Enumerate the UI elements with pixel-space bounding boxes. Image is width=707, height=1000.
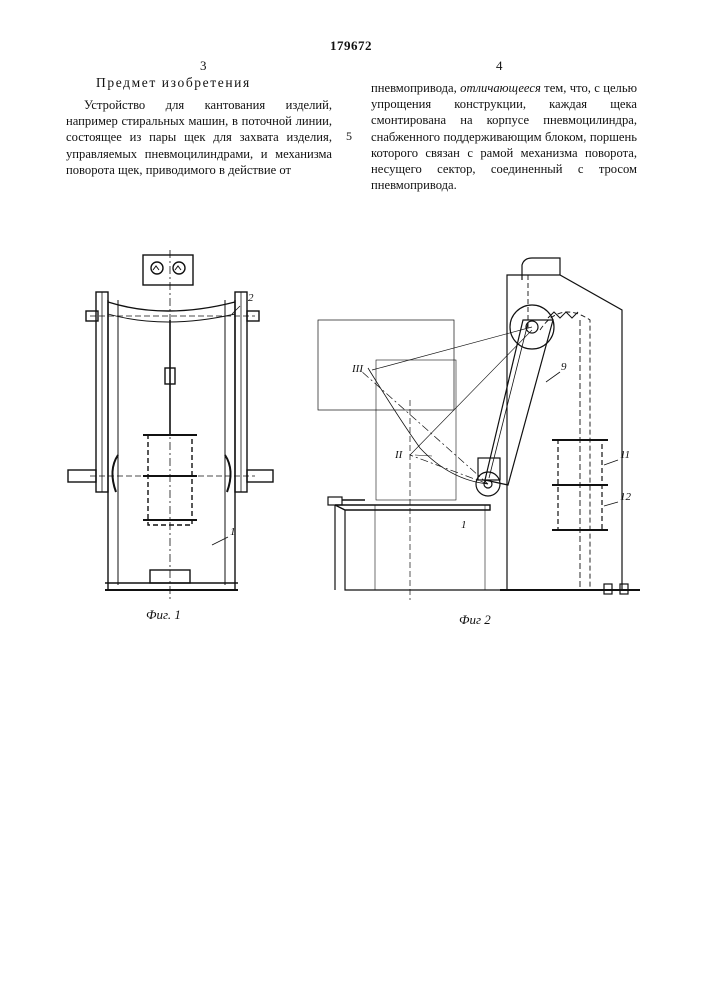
fig2-label-II: II [394,449,404,461]
fig2-label-9: 9 [561,361,567,373]
fig2-label-III: III [351,363,364,375]
figure-2-caption: Фиг 2 [459,612,491,628]
figure-1-caption: Фиг. 1 [146,607,181,623]
fig2-label-12: 12 [620,491,632,503]
fig2-label-1: 1 [461,519,467,531]
fig2-label-11: 11 [620,449,630,461]
product-position-II [376,360,456,500]
conveyor-table [335,505,490,510]
upright-column [507,275,622,590]
